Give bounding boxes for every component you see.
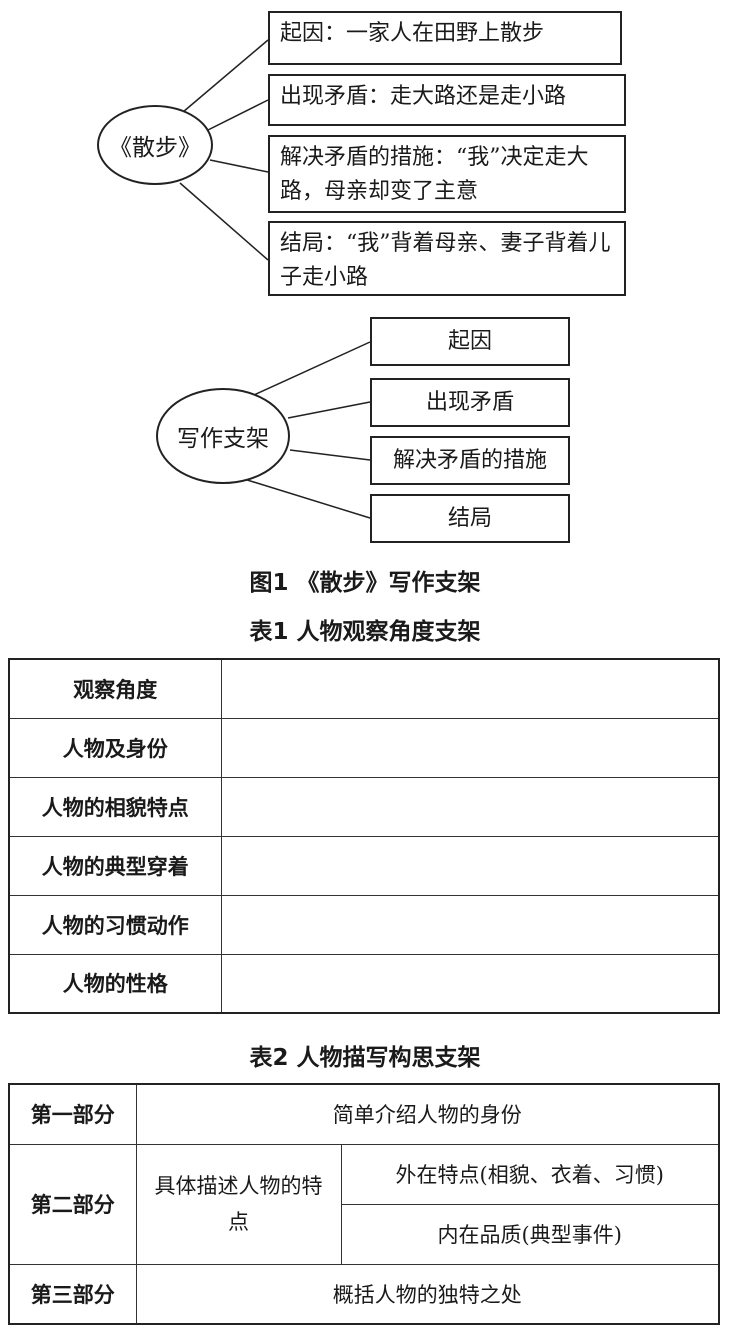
figure-caption: 图1 《散步》写作支架 [249, 570, 481, 596]
table-blank-cell [220, 658, 720, 719]
box-text: 出现矛盾：走大路还是走小路 [280, 84, 567, 109]
table-row: 人物的习惯动作 [8, 894, 720, 955]
connector-line [179, 182, 269, 261]
table-row-label: 人物的典型穿着 [8, 835, 222, 896]
connector-line [253, 341, 371, 396]
diagram-box-ending: 结局：“我”背着母亲、妻子背着儿子走小路 [268, 221, 626, 296]
table-row: 人物的典型穿着 [8, 835, 720, 896]
table-row-label: 人物的相貌特点 [8, 776, 222, 837]
table-row-label: 人物的习惯动作 [8, 894, 222, 955]
table-row-label: 人物的性格 [8, 953, 222, 1014]
table-row-label: 人物及身份 [8, 717, 222, 778]
diagram-connector-lines [179, 39, 371, 519]
table-row: 人物及身份 [8, 717, 720, 778]
diagram-center-sanbu: 《散步》 [97, 105, 213, 185]
diagram-box-cause: 起因：一家人在田野上散步 [268, 11, 622, 65]
diagram-box-resolution: 解决矛盾的措施：“我”决定走大路，母亲却变了主意 [268, 135, 626, 213]
table2-caption: 表2 人物描写构思支架 [249, 1045, 481, 1071]
box-text: 出现矛盾 [425, 389, 514, 415]
table1-caption: 表1 人物观察角度支架 [249, 619, 481, 645]
box-text: 结局：“我”背着母亲、妻子背着儿子走小路 [280, 231, 611, 290]
part-content: 简单介绍人物的身份 [135, 1083, 720, 1145]
part-label: 第三部分 [8, 1263, 137, 1325]
connector-line [207, 99, 269, 131]
observation-angle-table: 观察角度 人物及身份 人物的相貌特点 人物的典型穿着 人物的习惯动作 人物的性格 [8, 658, 720, 1014]
connector-line [289, 449, 371, 461]
part-content: 概括人物的独特之处 [135, 1263, 720, 1325]
table-row: 第二部分 具体描述人物的特点 外在特点(相貌、衣着、习惯) [8, 1143, 720, 1265]
box-text: 起因 [447, 328, 492, 354]
diagram-center-label: 写作支架 [177, 426, 269, 452]
table-row: 第一部分 简单介绍人物的身份 [8, 1083, 720, 1145]
character-description-table: 第一部分 简单介绍人物的身份 第二部分 具体描述人物的特点 外在特点(相貌、衣着… [8, 1083, 720, 1325]
table-row: 内在品质(典型事件) [9, 1203, 720, 1265]
box-text: 结局 [447, 505, 492, 531]
part-label: 第二部分 [8, 1143, 137, 1265]
diagram-center-label: 《散步》 [109, 135, 201, 161]
framework-box-resolution: 解决矛盾的措施 [370, 436, 570, 485]
table-row: 观察角度 [8, 658, 720, 719]
table-blank-cell [220, 776, 720, 837]
table-row: 人物的相貌特点 [8, 776, 720, 837]
part-middle: 具体描述人物的特点 [135, 1143, 342, 1265]
table-blank-cell [220, 894, 720, 955]
diagram-box-conflict: 出现矛盾：走大路还是走小路 [268, 74, 626, 126]
framework-box-cause: 起因 [370, 317, 570, 366]
connector-line [182, 39, 269, 113]
box-text: 解决矛盾的措施：“我”决定走大路，母亲却变了主意 [280, 145, 589, 204]
connector-line [209, 159, 269, 173]
part-sub: 内在品质(典型事件) [340, 1203, 720, 1265]
table-row: 人物的性格 [8, 953, 720, 1014]
framework-box-conflict: 出现矛盾 [370, 378, 570, 427]
part-sub: 外在特点(相貌、衣着、习惯) [340, 1143, 720, 1205]
diagram-center-framework: 写作支架 [156, 388, 290, 484]
table-row: 第三部分 概括人物的独特之处 [8, 1263, 720, 1325]
box-text: 起因：一家人在田野上散步 [280, 21, 545, 46]
part-label: 第一部分 [8, 1083, 137, 1145]
box-text: 解决矛盾的措施 [392, 447, 547, 473]
framework-box-ending: 结局 [370, 494, 570, 543]
table-blank-cell [220, 717, 720, 778]
table-row-label: 观察角度 [8, 658, 222, 719]
connector-line [243, 478, 371, 519]
table-blank-cell [220, 835, 720, 896]
connector-line [287, 401, 371, 419]
table-blank-cell [220, 953, 720, 1014]
